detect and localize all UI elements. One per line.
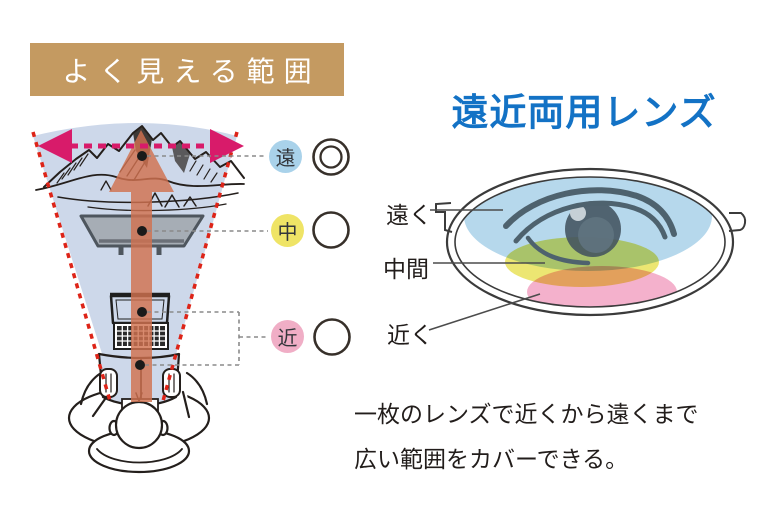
lens-label-far: 遠く — [386, 202, 432, 228]
page-title: 遠近両用レンズ — [451, 92, 717, 133]
legend-connector-lines — [145, 155, 268, 366]
caption: 一枚のレンズで近くから遠くまで 広い範囲をカバーできる。 — [354, 392, 699, 482]
lens-label-near: 近く — [387, 322, 433, 348]
legend-badge-far: 遠 — [269, 140, 302, 173]
legend-badge-mid: 中 — [271, 214, 304, 247]
distance-dots — [135, 151, 147, 370]
width-arrow — [38, 129, 244, 163]
legend-badge-near: 近 — [271, 320, 304, 353]
section-banner: よく見える範囲 — [30, 43, 344, 96]
view-cone-dashed-border — [31, 131, 239, 402]
rating-symbol-near-circle — [313, 318, 351, 356]
rating-symbol-mid-circle — [312, 211, 350, 249]
zone-near — [527, 266, 677, 307]
dot-near-laptop — [137, 307, 147, 317]
dot-mid-monitor — [137, 226, 147, 236]
eye-illustration — [503, 187, 677, 266]
lens-label-lines — [428, 209, 545, 331]
rating-symbol-far-double-circle — [312, 138, 350, 176]
caption-line-1: 一枚のレンズで近くから遠くまで — [354, 401, 699, 427]
caption-line-2: 広い範囲をカバーできる。 — [354, 446, 629, 472]
dot-far-mountain — [137, 151, 147, 161]
frame-right-tab — [728, 212, 747, 232]
dot-near-book — [135, 360, 145, 370]
gaze-arrow — [109, 130, 174, 402]
lens-label-mid: 中間 — [383, 256, 429, 282]
